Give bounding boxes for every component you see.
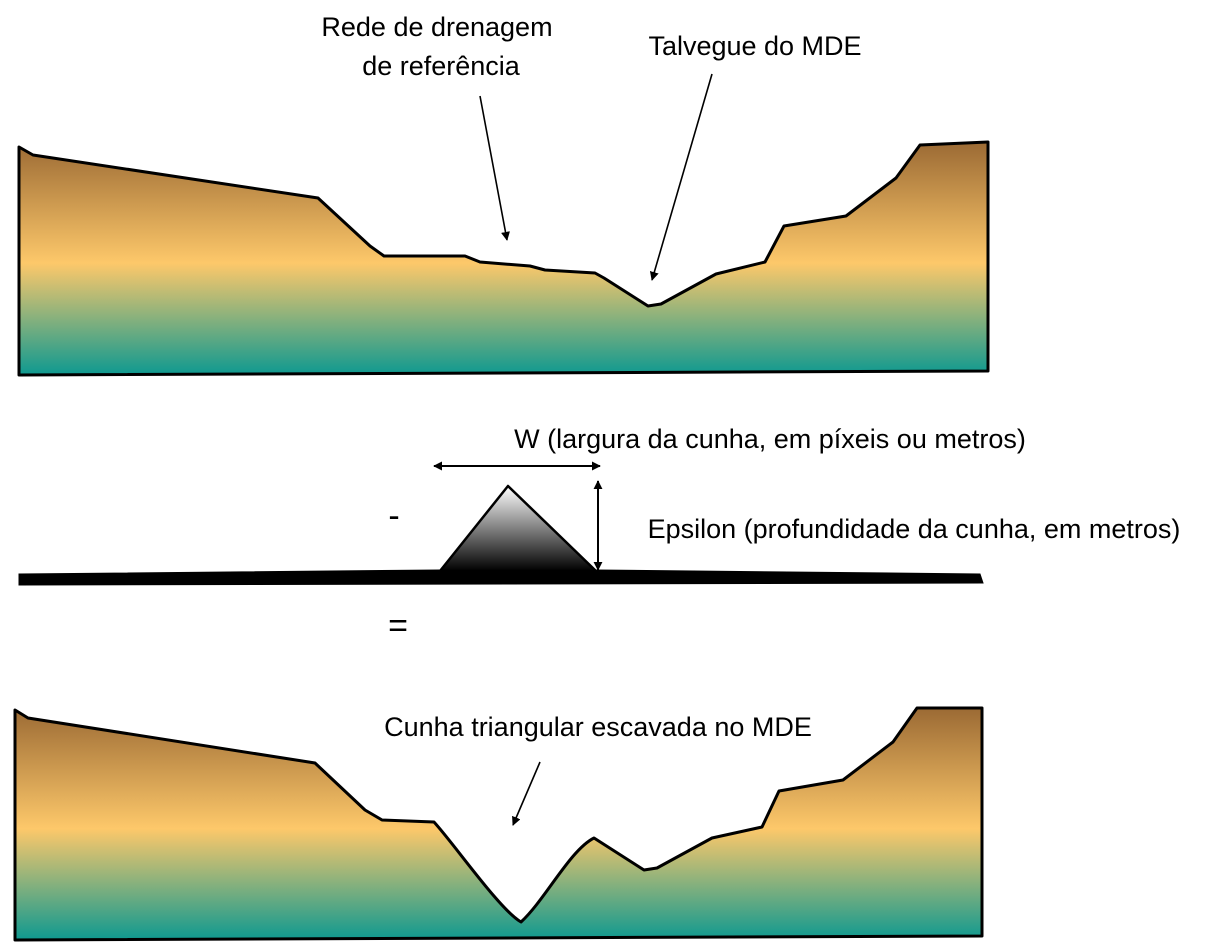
triangular-wedge bbox=[438, 484, 598, 573]
reference-network-label-line1: Rede de drenagem bbox=[321, 12, 552, 42]
wedge-depth-label: Epsilon (profundidade da cunha, em metro… bbox=[648, 514, 1181, 544]
reference-network-label-line2: de referência bbox=[362, 51, 521, 81]
minus-sign: - bbox=[388, 497, 399, 535]
excavated-wedge-label: Cunha triangular escavada no MDE bbox=[384, 712, 812, 742]
wedge-width-label: W (largura da cunha, em píxeis ou metros… bbox=[514, 424, 1026, 454]
dem-profile-excavated bbox=[13, 706, 984, 942]
dem-profile-original bbox=[17, 140, 990, 377]
equals-sign: = bbox=[388, 607, 408, 645]
reference-network-pointer-arrow bbox=[479, 95, 510, 241]
excavated-wedge-pointer-arrow bbox=[512, 761, 541, 826]
dem-thalweg-pointer-arrow bbox=[649, 73, 713, 281]
dem-thalweg-label: Talvegue do MDE bbox=[648, 31, 861, 61]
